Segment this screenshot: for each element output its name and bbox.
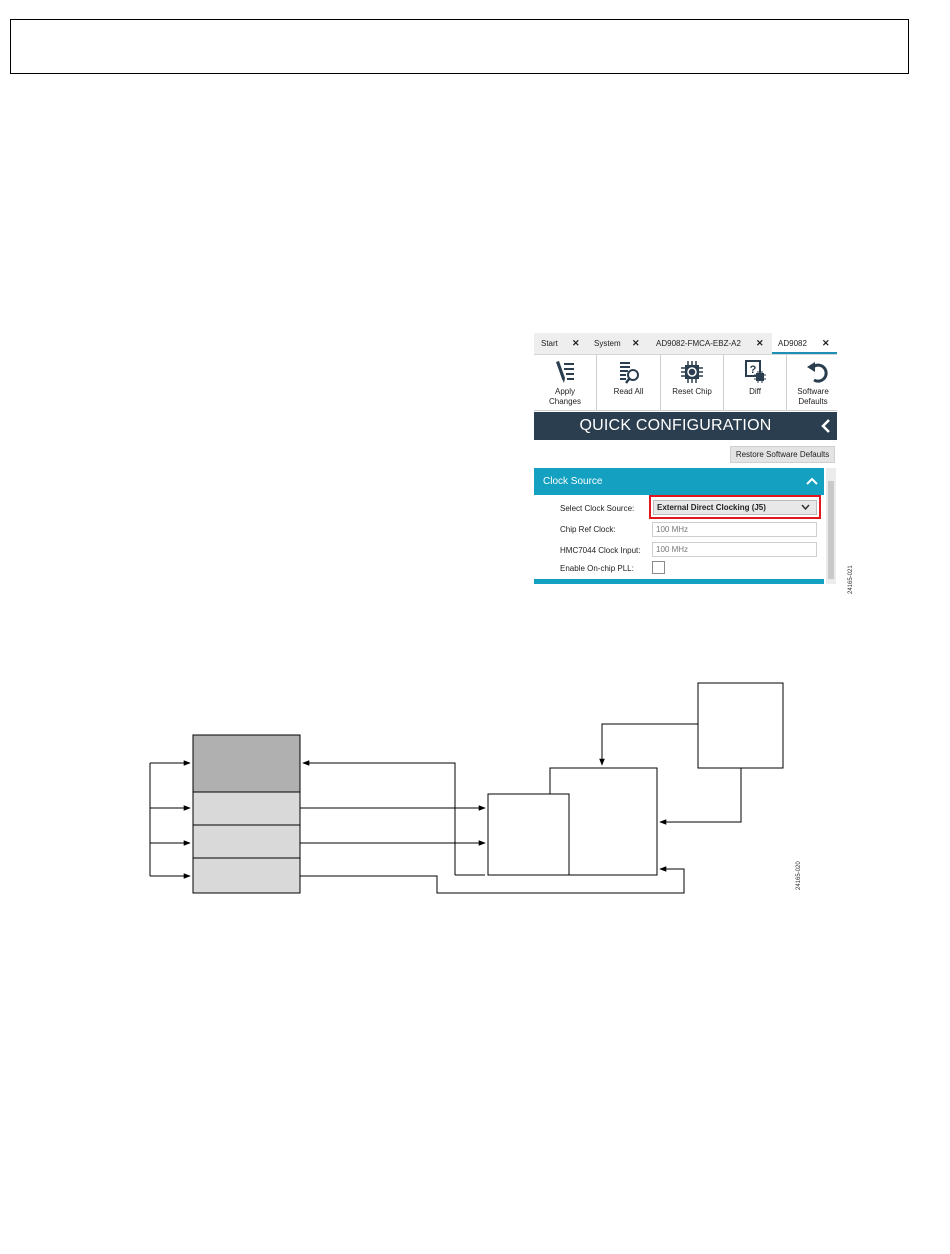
software-defaults-line1: Software [797,387,829,396]
memory-block-3 [192,857,301,894]
clock-source-block [697,682,784,769]
close-icon[interactable]: ✕ [756,338,764,348]
close-icon[interactable]: ✕ [632,338,640,348]
ace-software-window: Start ✕ System ✕ AD9082-FMCA-EBZ-A2 ✕ AD… [534,333,837,584]
chip-ref-clock-label: Chip Ref Clock: [560,525,616,534]
apply-label-line1: Apply [554,387,575,396]
feedback-to-top-block [302,760,456,875]
chip-ref-clock-field[interactable]: 100 MHz [652,522,817,537]
page-header-box [10,19,909,74]
toolbar: Apply Changes Read All [534,355,837,411]
memory-block-dark [192,734,301,793]
restore-software-defaults-button[interactable]: Restore Software Defaults [730,446,835,463]
close-icon[interactable]: ✕ [822,338,830,348]
tab-label: AD9082-FMCA-EBZ-A2 [656,339,741,348]
tab-label: Start [541,339,558,348]
data-path-3 [300,866,685,894]
tab-ad9082[interactable]: AD9082 ✕ [772,333,837,354]
read-all-label: Read All [613,387,644,396]
tab-label: System [594,339,621,348]
reset-chip-label: Reset Chip [672,387,712,396]
highlight-box [649,495,821,519]
tab-ad9082-fmca-ebz-a2[interactable]: AD9082-FMCA-EBZ-A2 ✕ [656,333,768,354]
question-chip-icon: ? [745,360,766,383]
read-all-button[interactable]: Read All [597,355,661,410]
svg-text:?: ? [750,364,757,376]
quick-configuration-header: QUICK CONFIGURATION [534,412,837,440]
clock-to-converter [599,723,698,766]
software-defaults-button[interactable]: Software Defaults [787,355,837,410]
diff-button[interactable]: ? Diff [724,355,787,410]
scrollbar-thumb[interactable] [828,481,834,579]
tab-bar: Start ✕ System ✕ AD9082-FMCA-EBZ-A2 ✕ AD… [534,333,837,355]
tab-system[interactable]: System ✕ [594,333,649,354]
undo-arrow-icon [807,362,828,383]
apply-label-line2: Changes [548,397,582,406]
select-clock-source-label: Select Clock Source: [560,504,635,513]
tab-label: AD9082 [778,339,807,348]
tab-start[interactable]: Start ✕ [541,333,587,354]
diff-label: Diff [749,387,761,396]
memory-block-1 [192,791,301,826]
chevron-left-icon[interactable] [821,418,831,434]
chevron-up-icon[interactable] [806,477,818,485]
clock-source-section-header[interactable]: Clock Source [534,468,824,495]
software-defaults-line2: Defaults [798,397,828,406]
panel-title: QUICK CONFIGURATION [579,417,772,434]
hmc7044-clock-input-label: HMC7044 Clock Input: [560,546,641,555]
read-search-icon [619,362,639,384]
next-section-header[interactable] [534,579,824,584]
chevron-down-icon [801,504,810,510]
clock-source-dropdown[interactable]: External Direct Clocking (J5) [653,500,817,515]
clock-to-converter-side [659,768,742,825]
enable-pll-checkbox[interactable] [652,561,665,574]
memory-block-2 [192,824,301,859]
dropdown-value: External Direct Clocking (J5) [657,503,766,512]
figure-tag-diagram: 24165-020 [796,861,802,890]
pencil-list-icon [556,361,574,383]
apply-changes-button[interactable]: Apply Changes [534,355,597,410]
enable-pll-label: Enable On-chip PLL: [560,564,634,573]
hmc7044-clock-input-field[interactable]: 100 MHz [652,542,817,557]
reset-chip-button[interactable]: Reset Chip [661,355,724,410]
chip-reset-icon [681,361,703,383]
interface-block [487,793,570,876]
section-title: Clock Source [543,476,603,487]
close-icon[interactable]: ✕ [572,338,580,348]
